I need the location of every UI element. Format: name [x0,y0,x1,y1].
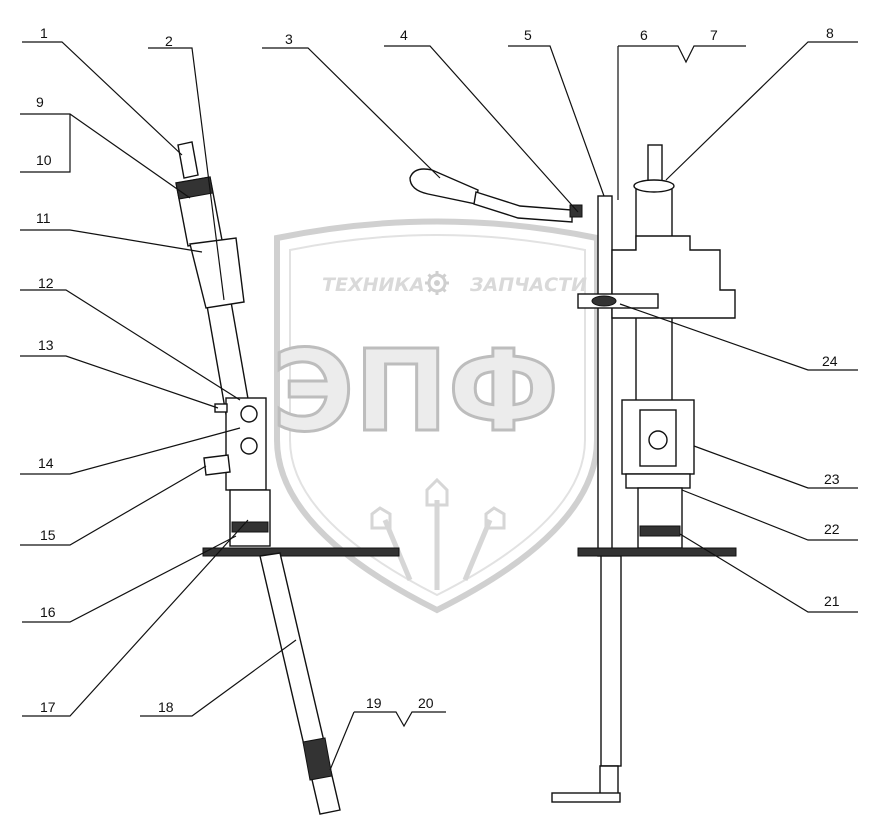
callout-8: 8 [826,25,834,41]
callout-19: 19 [366,695,382,711]
callout-15: 15 [40,527,56,543]
right-view-steering-column [551,144,737,803]
bolt-lower [240,437,258,455]
callout-12: 12 [38,275,54,291]
joint-bottom [625,473,691,489]
gear-icon [425,271,449,295]
lower-shaft-coupling [302,737,333,781]
lower-bearing-right [639,525,681,537]
floor-plate-left [202,547,400,557]
callout-6: 6 [640,27,648,43]
watermark-logo-letters: ЭПФ [272,327,559,457]
callout-22: 22 [824,521,840,537]
steering-lever [409,168,583,223]
watermark-brand-right: ЗАПЧАСТИ [469,274,587,296]
callout-11: 11 [36,210,51,226]
floor-plate-right [577,547,737,557]
bolt-upper [240,405,258,423]
lower-bearing-body [229,489,271,547]
clamp-24-bolt [591,295,617,307]
lever-knob [409,168,479,205]
watermark: ТЕХНИКА ЗАПЧАСТИ ЭПФ [271,218,600,614]
lever-pivot [569,204,583,218]
callout-3: 3 [285,31,293,47]
callout-17: 17 [40,699,56,715]
callout-9: 9 [36,94,44,110]
callout-labels: 1 2 3 4 5 6 7 8 9 10 11 12 13 14 15 16 1… [36,25,840,715]
vertical-rod-lower [600,555,622,767]
bearing-nut [175,176,214,200]
clamp-24 [577,293,659,309]
callout-18: 18 [158,699,174,715]
callout-20: 20 [418,695,434,711]
callout-14: 14 [38,455,54,471]
lever-arm [473,191,573,223]
callout-24: 24 [822,353,838,369]
callout-1: 1 [40,25,48,41]
callout-16: 16 [40,604,56,620]
shaft-top-end [177,141,199,179]
callout-10: 10 [36,152,52,168]
callout-7: 7 [710,27,718,43]
wheat-ears-emblem [370,477,506,590]
callout-23: 23 [824,471,840,487]
lower-bearing-seal [231,521,269,533]
watermark-brand-left: ТЕХНИКА [322,274,425,296]
callout-13: 13 [38,337,54,353]
column-top-cap [633,179,675,193]
column-bracket [189,237,245,309]
watermark-shield [274,218,600,614]
joint-cross [648,430,668,450]
callout-5: 5 [524,27,532,43]
leader-lines [20,41,858,771]
rod-foot-pin [551,792,621,803]
lever-15 [203,454,231,476]
lower-column-tube [637,487,683,549]
vertical-rod [597,195,613,557]
callout-2: 2 [165,33,173,49]
left-view-steering-column [175,141,400,815]
pin-13 [214,403,228,413]
callout-21: 21 [824,593,840,609]
callout-4: 4 [400,27,408,43]
